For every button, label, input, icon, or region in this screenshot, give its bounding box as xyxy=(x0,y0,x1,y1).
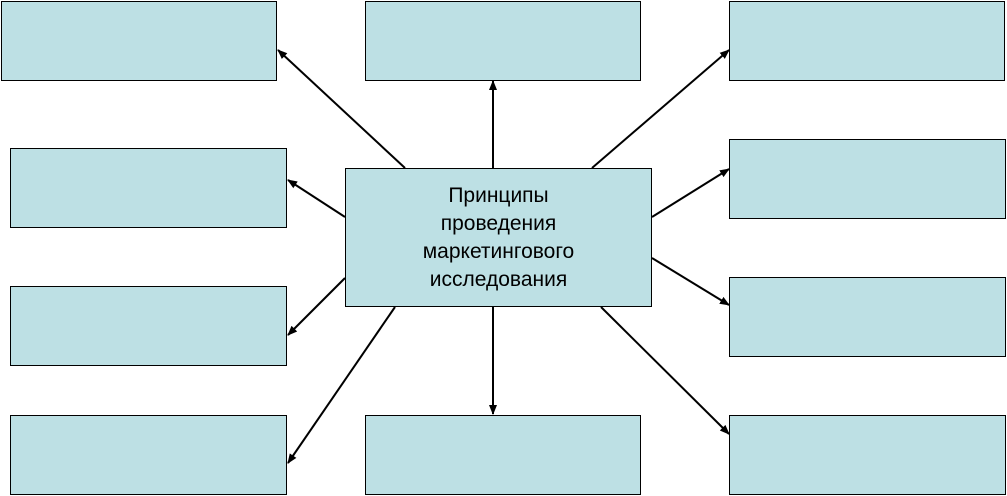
arrow-to-right-2 xyxy=(651,168,730,218)
arrow-to-right-3 xyxy=(651,257,730,306)
outer-box-right-3 xyxy=(729,277,1006,357)
outer-box-top-right xyxy=(729,1,1005,81)
central-concept-box: Принципы проведения маркетингового иссле… xyxy=(345,168,652,307)
arrow-to-left-2 xyxy=(287,179,346,218)
outer-box-top-left xyxy=(1,1,277,81)
outer-box-bottom-center xyxy=(365,415,641,495)
outer-box-right-2 xyxy=(729,139,1006,219)
outer-box-top-center xyxy=(365,1,641,81)
outer-box-bottom-left xyxy=(10,415,287,495)
central-concept-label: Принципы проведения маркетингового иссле… xyxy=(422,183,575,291)
arrow-to-left-3 xyxy=(287,277,346,336)
outer-box-left-3 xyxy=(10,286,287,366)
outer-box-left-2 xyxy=(10,148,287,228)
outer-box-bottom-right xyxy=(729,415,1006,495)
